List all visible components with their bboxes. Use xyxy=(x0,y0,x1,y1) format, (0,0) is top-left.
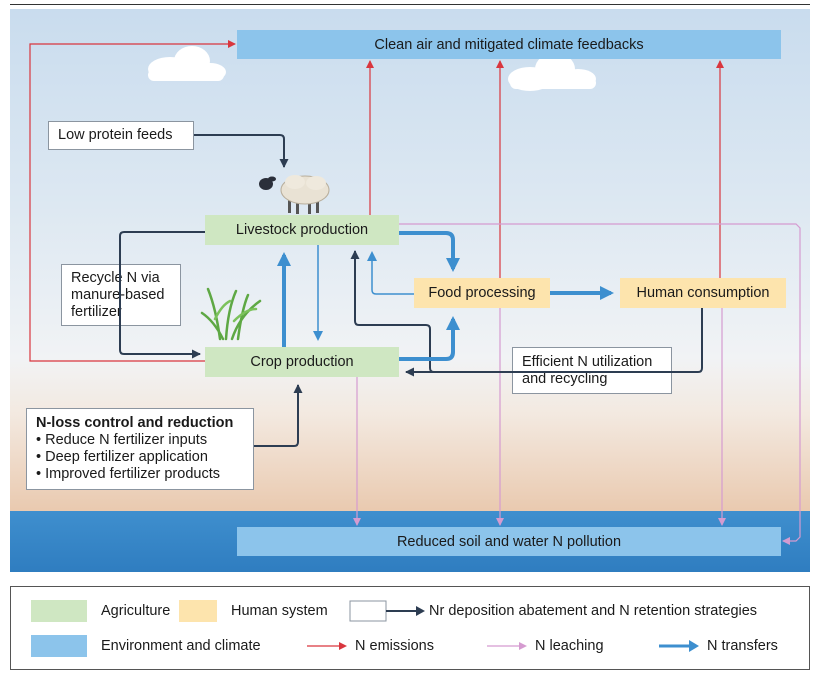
crop-production-box: Crop production xyxy=(205,347,399,377)
legend-emissions-label: N emissions xyxy=(355,638,434,654)
strategy-arrow xyxy=(194,134,289,168)
legend-transfers-label: N transfers xyxy=(707,638,778,654)
transfer-arrow xyxy=(367,251,414,295)
clean-air-label: Clean air and mitigated climate feedback… xyxy=(374,36,644,53)
recycle-line-3: fertilizer xyxy=(71,303,122,320)
transfer-arrow xyxy=(399,231,460,272)
cloud-icon xyxy=(148,46,226,81)
emissions-swatch xyxy=(307,642,347,650)
food-processing-label: Food processing xyxy=(428,285,536,301)
n-loss-control-box: N-loss control and reduction • Reduce N … xyxy=(26,408,254,490)
recycle-line-1: Recycle N via xyxy=(71,269,160,286)
transfer-arrow xyxy=(399,316,460,361)
clean-air-box: Clean air and mitigated climate feedback… xyxy=(237,30,781,59)
low-protein-label: Low protein feeds xyxy=(58,127,173,143)
human-consumption-box: Human consumption xyxy=(620,278,786,308)
legend-strategies: Nr deposition abatement and N retention … xyxy=(349,600,757,622)
top-rule xyxy=(10,4,810,5)
legend-strategies-label: Nr deposition abatement and N retention … xyxy=(429,603,758,619)
legend-agriculture-label: Agriculture xyxy=(101,603,171,619)
reduced-pollution-box: Reduced soil and water N pollution xyxy=(237,527,781,556)
low-protein-box: Low protein feeds xyxy=(48,121,194,150)
n-loss-title: N-loss control and reduction xyxy=(36,415,234,431)
strategy-arrow xyxy=(405,308,703,377)
livestock-label: Livestock production xyxy=(235,222,369,238)
sheep-icon xyxy=(259,175,330,214)
emission-arrow xyxy=(29,40,236,362)
strategy-arrow xyxy=(350,250,512,373)
legend-leaching: N leaching xyxy=(487,635,604,657)
leaching-swatch xyxy=(487,642,527,650)
legend-transfers: N transfers xyxy=(659,635,778,657)
strategy-arrow xyxy=(254,384,303,447)
legend-environment-label: Environment and climate xyxy=(101,638,261,654)
human-system-swatch xyxy=(179,600,217,622)
livestock-box: Livestock production xyxy=(205,215,399,245)
legend-agriculture: Agriculture xyxy=(31,600,170,622)
agriculture-swatch xyxy=(31,600,87,622)
n-loss-item: • Reduce N fertilizer inputs xyxy=(36,432,208,448)
environment-swatch xyxy=(31,635,87,657)
legend-emissions: N emissions xyxy=(307,635,434,657)
n-loss-item: • Improved fertilizer products xyxy=(36,466,220,482)
transfers-swatch xyxy=(659,640,699,652)
legend-environment: Environment and climate xyxy=(31,635,261,657)
human-consumption-label: Human consumption xyxy=(636,285,770,301)
strategy-arrow xyxy=(119,231,205,359)
flow-arrows xyxy=(29,40,801,545)
efficient-utilization-box: Efficient N utilization and recycling xyxy=(512,347,672,394)
efficient-line-2: and recycling xyxy=(522,370,608,387)
food-processing-box: Food processing xyxy=(414,278,550,308)
cloud-layer xyxy=(148,46,596,91)
recycle-line-2: manure-based xyxy=(71,286,165,303)
leaching-arrow xyxy=(399,223,801,545)
crop-plant-icon xyxy=(200,287,262,341)
cloud-icon xyxy=(508,53,596,91)
n-loss-item: • Deep fertilizer application xyxy=(36,449,208,465)
legend-leaching-label: N leaching xyxy=(535,638,604,654)
efficient-line-1: Efficient N utilization xyxy=(522,353,653,370)
crop-production-label: Crop production xyxy=(250,354,354,370)
strategy-swatch xyxy=(349,600,425,622)
legend-human-system-label: Human system xyxy=(231,603,328,619)
legend-human-system: Human system xyxy=(179,600,328,622)
diagram-scene: Clean air and mitigated climate feedback… xyxy=(10,9,810,572)
legend: Agriculture Human system Nr deposition a… xyxy=(10,586,810,670)
reduced-pollution-label: Reduced soil and water N pollution xyxy=(396,533,622,550)
